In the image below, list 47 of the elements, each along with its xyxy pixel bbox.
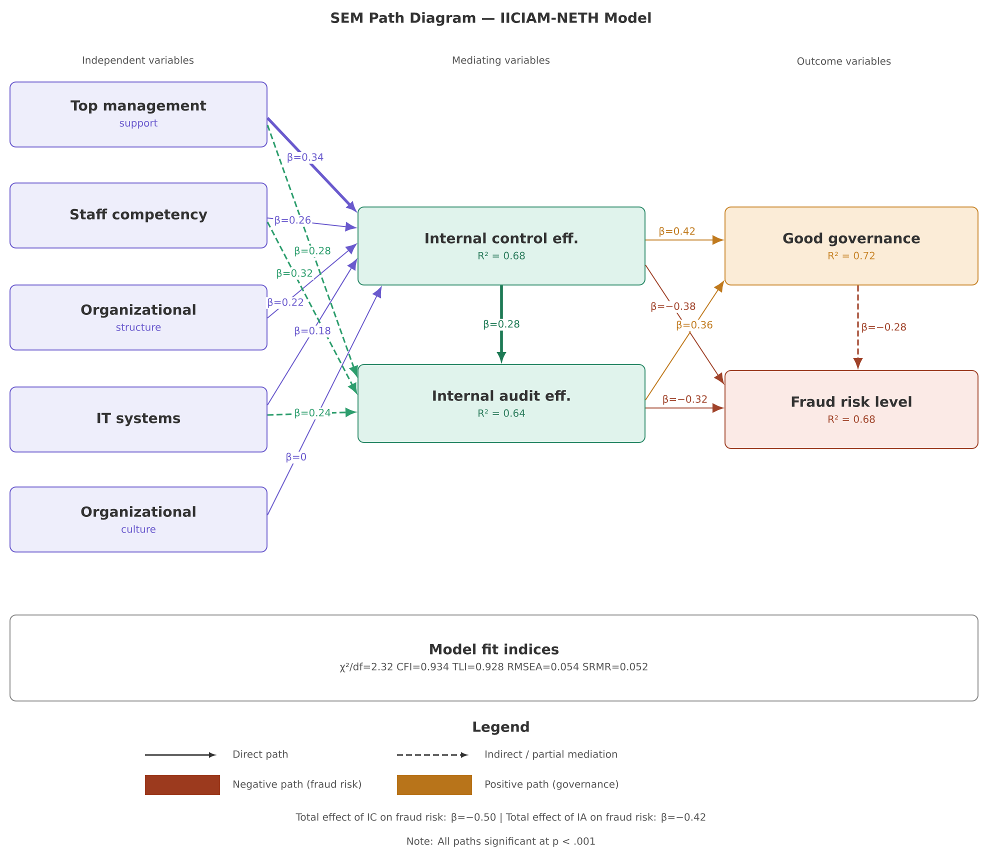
arrow (266, 124, 358, 376)
arrow (854, 286, 862, 368)
legend-text: Indirect / partial mediation (486, 750, 617, 760)
arrow (266, 222, 357, 394)
edge-label: β=0.18 (293, 326, 332, 338)
edge-label: β=0.22 (266, 297, 306, 309)
column-heading: Outcome variables (797, 57, 891, 65)
variable-box: Staff competency (10, 182, 268, 248)
edge-label: β=−0.28 (860, 322, 908, 334)
variable-box: Organizational culture (10, 486, 268, 552)
title: SEM Path Diagram — IICIAM-NETH Model (331, 12, 651, 26)
arrow (267, 286, 382, 516)
arrow (498, 286, 506, 361)
arrow (645, 281, 724, 400)
variable-box: IT systems (10, 386, 268, 452)
edge-label: β=0.42 (658, 226, 697, 238)
outcome-box: Fraud risk level R² = 0.68 (724, 370, 978, 449)
arrow (645, 264, 724, 384)
edge-label: β=0.28 (482, 318, 522, 331)
note: Total effect of IC on fraud risk: β=−0.50 | Total effect of IA on fraud risk: β=−0.42 (296, 812, 706, 823)
arrow (267, 259, 358, 406)
variable-box: Organizational structure (10, 284, 268, 350)
fit-indices-box: Model fit indices χ²/df=2.32 CFI=0.934 TLI=0.928 RMSEA=0.054 SRMR=0.052 (10, 614, 978, 702)
legend-text: Direct path (234, 750, 288, 760)
edge-label: β=0.28 (293, 246, 332, 258)
legend-text: Positive path (governance) (486, 780, 618, 790)
column-heading: Mediating variables (452, 56, 550, 66)
edge-label: β=0.24 (293, 408, 332, 420)
edge-label: β=0.36 (674, 320, 714, 332)
note: Note: All paths significant at p < .001 (407, 837, 595, 847)
edge-label: β=0.26 (273, 214, 312, 227)
column-heading: Independent variables (82, 56, 194, 66)
legend-text: Negative path (fraud risk) (234, 780, 361, 790)
edge-label: β=0 (284, 452, 308, 464)
edge-label: β=−0.38 (649, 301, 697, 313)
arrow (267, 244, 357, 318)
edge-label: β=0.32 (275, 268, 314, 280)
edge-label: β=−0.32 (661, 394, 709, 406)
arrow (266, 117, 356, 211)
arrow (645, 235, 724, 245)
edge-label: β=0.34 (286, 152, 325, 164)
mediator-box: Internal control eff. R² = 0.68 (358, 206, 646, 286)
variable-box: Top management support (10, 82, 268, 148)
mediator-box: Internal audit eff. R² = 0.64 (358, 364, 646, 443)
legend-title: Legend (473, 721, 529, 735)
arrow (645, 403, 724, 413)
outcome-box: Good governance R² = 0.72 (724, 206, 978, 286)
